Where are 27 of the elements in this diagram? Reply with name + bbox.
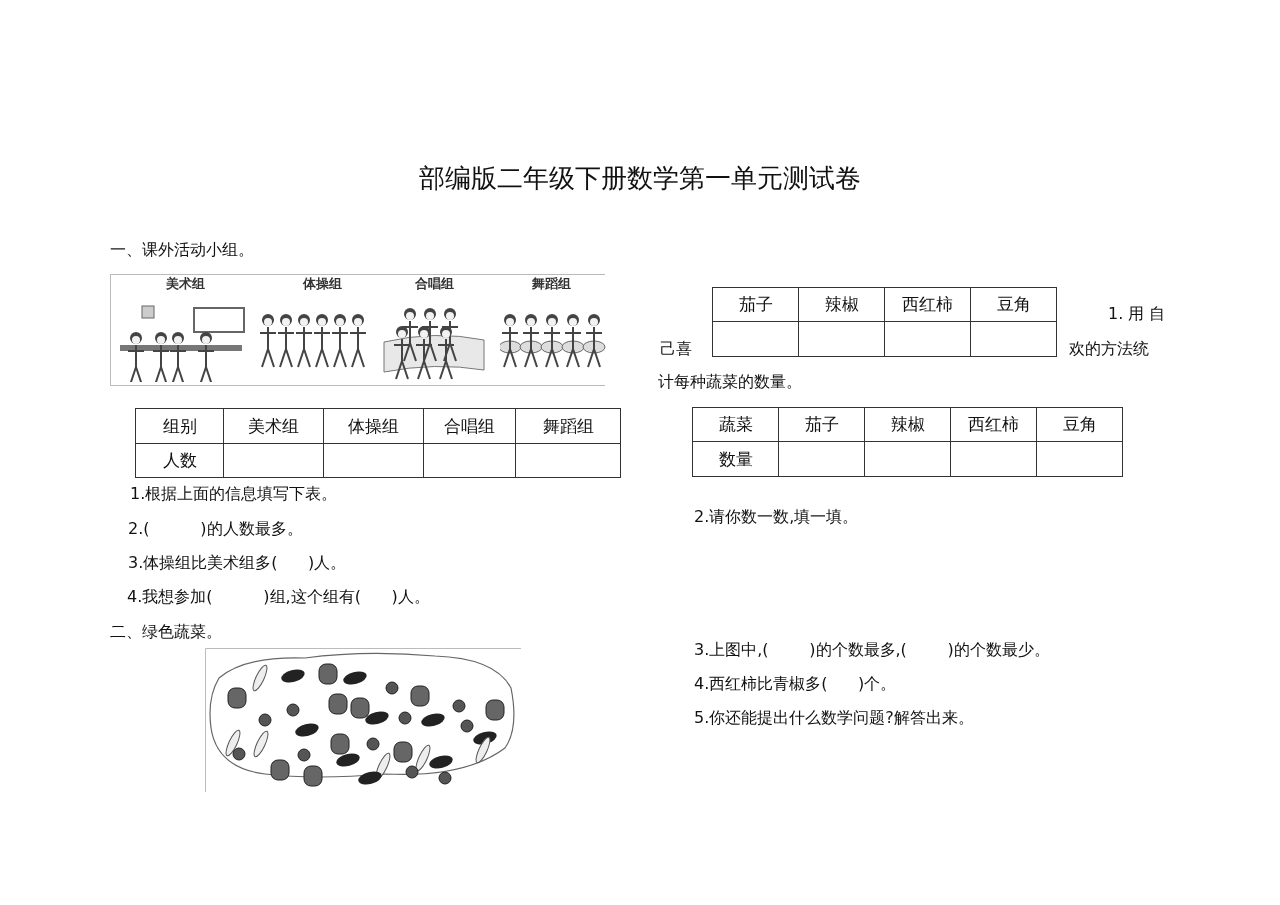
table-cell: 蔬菜: [692, 407, 779, 442]
question-text: 1. 用 自: [1108, 304, 1166, 324]
question-text: 5.你还能提出什么数学问题?解答出来。: [694, 708, 974, 728]
table-cell: 数量: [692, 441, 779, 477]
question-text: 1.根据上面的信息填写下表。: [130, 484, 338, 504]
question-text: 2.( )的人数最多。: [128, 519, 303, 539]
section-heading: 二、绿色蔬菜。: [110, 622, 222, 642]
question-text: 4.我想参加( )组,这个组有( )人。: [127, 587, 430, 607]
page-title: 部编版二年级下册数学第一单元测试卷: [418, 162, 862, 195]
table-cell: 舞蹈组: [515, 408, 621, 444]
picture-caption: 舞蹈组: [532, 276, 571, 292]
question-text: 3.上图中,( )的个数最多,( )的个数最少。: [694, 640, 1050, 660]
section-heading: 一、课外活动小组。: [110, 240, 254, 260]
table-cell: 人数: [135, 443, 224, 478]
table-cell: 豆角: [970, 287, 1057, 322]
table-cell: 茄子: [712, 287, 799, 322]
question-text: 欢的方法统: [1069, 339, 1149, 359]
picture-caption: 美术组: [166, 276, 205, 292]
question-text: 2.请你数一数,填一填。: [694, 507, 859, 527]
table-cell: 豆角: [1036, 407, 1123, 442]
question-text: 计每种蔬菜的数量。: [658, 372, 802, 392]
question-text: 己喜: [660, 339, 692, 359]
question-text: 3.体操组比美术组多( )人。: [128, 553, 347, 573]
question-text: 4.西红柿比青椒多( )个。: [694, 674, 897, 694]
table-cell: 组别: [135, 408, 224, 444]
picture-caption: 体操组: [303, 276, 342, 292]
picture-caption: 合唱组: [415, 276, 454, 292]
